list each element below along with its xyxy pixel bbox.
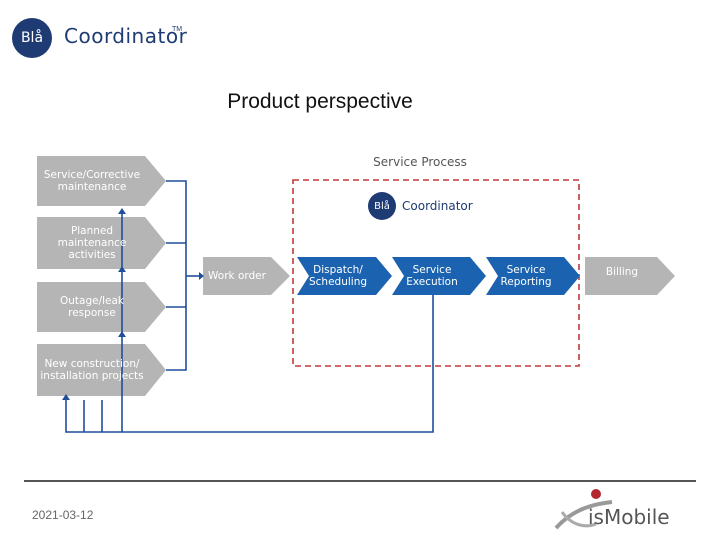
coordinator-scope-region xyxy=(292,179,580,367)
connector-arrowheads xyxy=(62,208,204,400)
ismobile-logo-icon: isMobile xyxy=(554,489,670,530)
step-execution-label: Service Execution xyxy=(406,264,458,288)
step-execution-box xyxy=(392,257,486,295)
ismobile-logo-text: isMobile xyxy=(588,505,670,529)
input-box-outage xyxy=(37,282,166,332)
input-box-construction xyxy=(37,344,166,396)
input-label-planned: Planned maintenance activities xyxy=(57,225,127,261)
input-label-service: Service/Corrective maintenance xyxy=(43,169,141,193)
logo-circle-text: Blå xyxy=(20,30,44,46)
billing-box xyxy=(585,257,675,295)
footer-divider xyxy=(24,480,696,482)
step-reporting-box xyxy=(486,257,580,295)
page-title: Product perspective xyxy=(227,90,413,113)
billing-label: Billing xyxy=(605,266,639,278)
work-order-label: Work order xyxy=(208,270,266,282)
connector-lines xyxy=(65,180,434,433)
inner-logo-icon: Blå xyxy=(368,192,396,220)
input-box-service xyxy=(37,156,166,206)
work-order-box xyxy=(203,257,290,295)
input-label-construction: New construction/ installation projects xyxy=(40,358,144,382)
inner-logo-circle-text: Blå xyxy=(374,200,390,212)
inner-logo-wordmark: Coordinator xyxy=(402,199,473,213)
step-dispatch-box xyxy=(297,257,392,295)
step-reporting-label: Service Reporting xyxy=(500,264,552,288)
logo-wordmark: Coordinator xyxy=(64,24,188,48)
service-process-title: Service Process xyxy=(373,155,467,169)
step-dispatch-label: Dispatch/ Scheduling xyxy=(308,264,368,288)
logo-trademark: TM xyxy=(172,26,183,33)
input-label-outage: Outage/leak response xyxy=(59,295,125,319)
footer-date: 2021-03-12 xyxy=(32,508,94,522)
input-box-planned xyxy=(37,217,166,269)
blacoordinator-logo-icon: Blå xyxy=(12,18,52,58)
